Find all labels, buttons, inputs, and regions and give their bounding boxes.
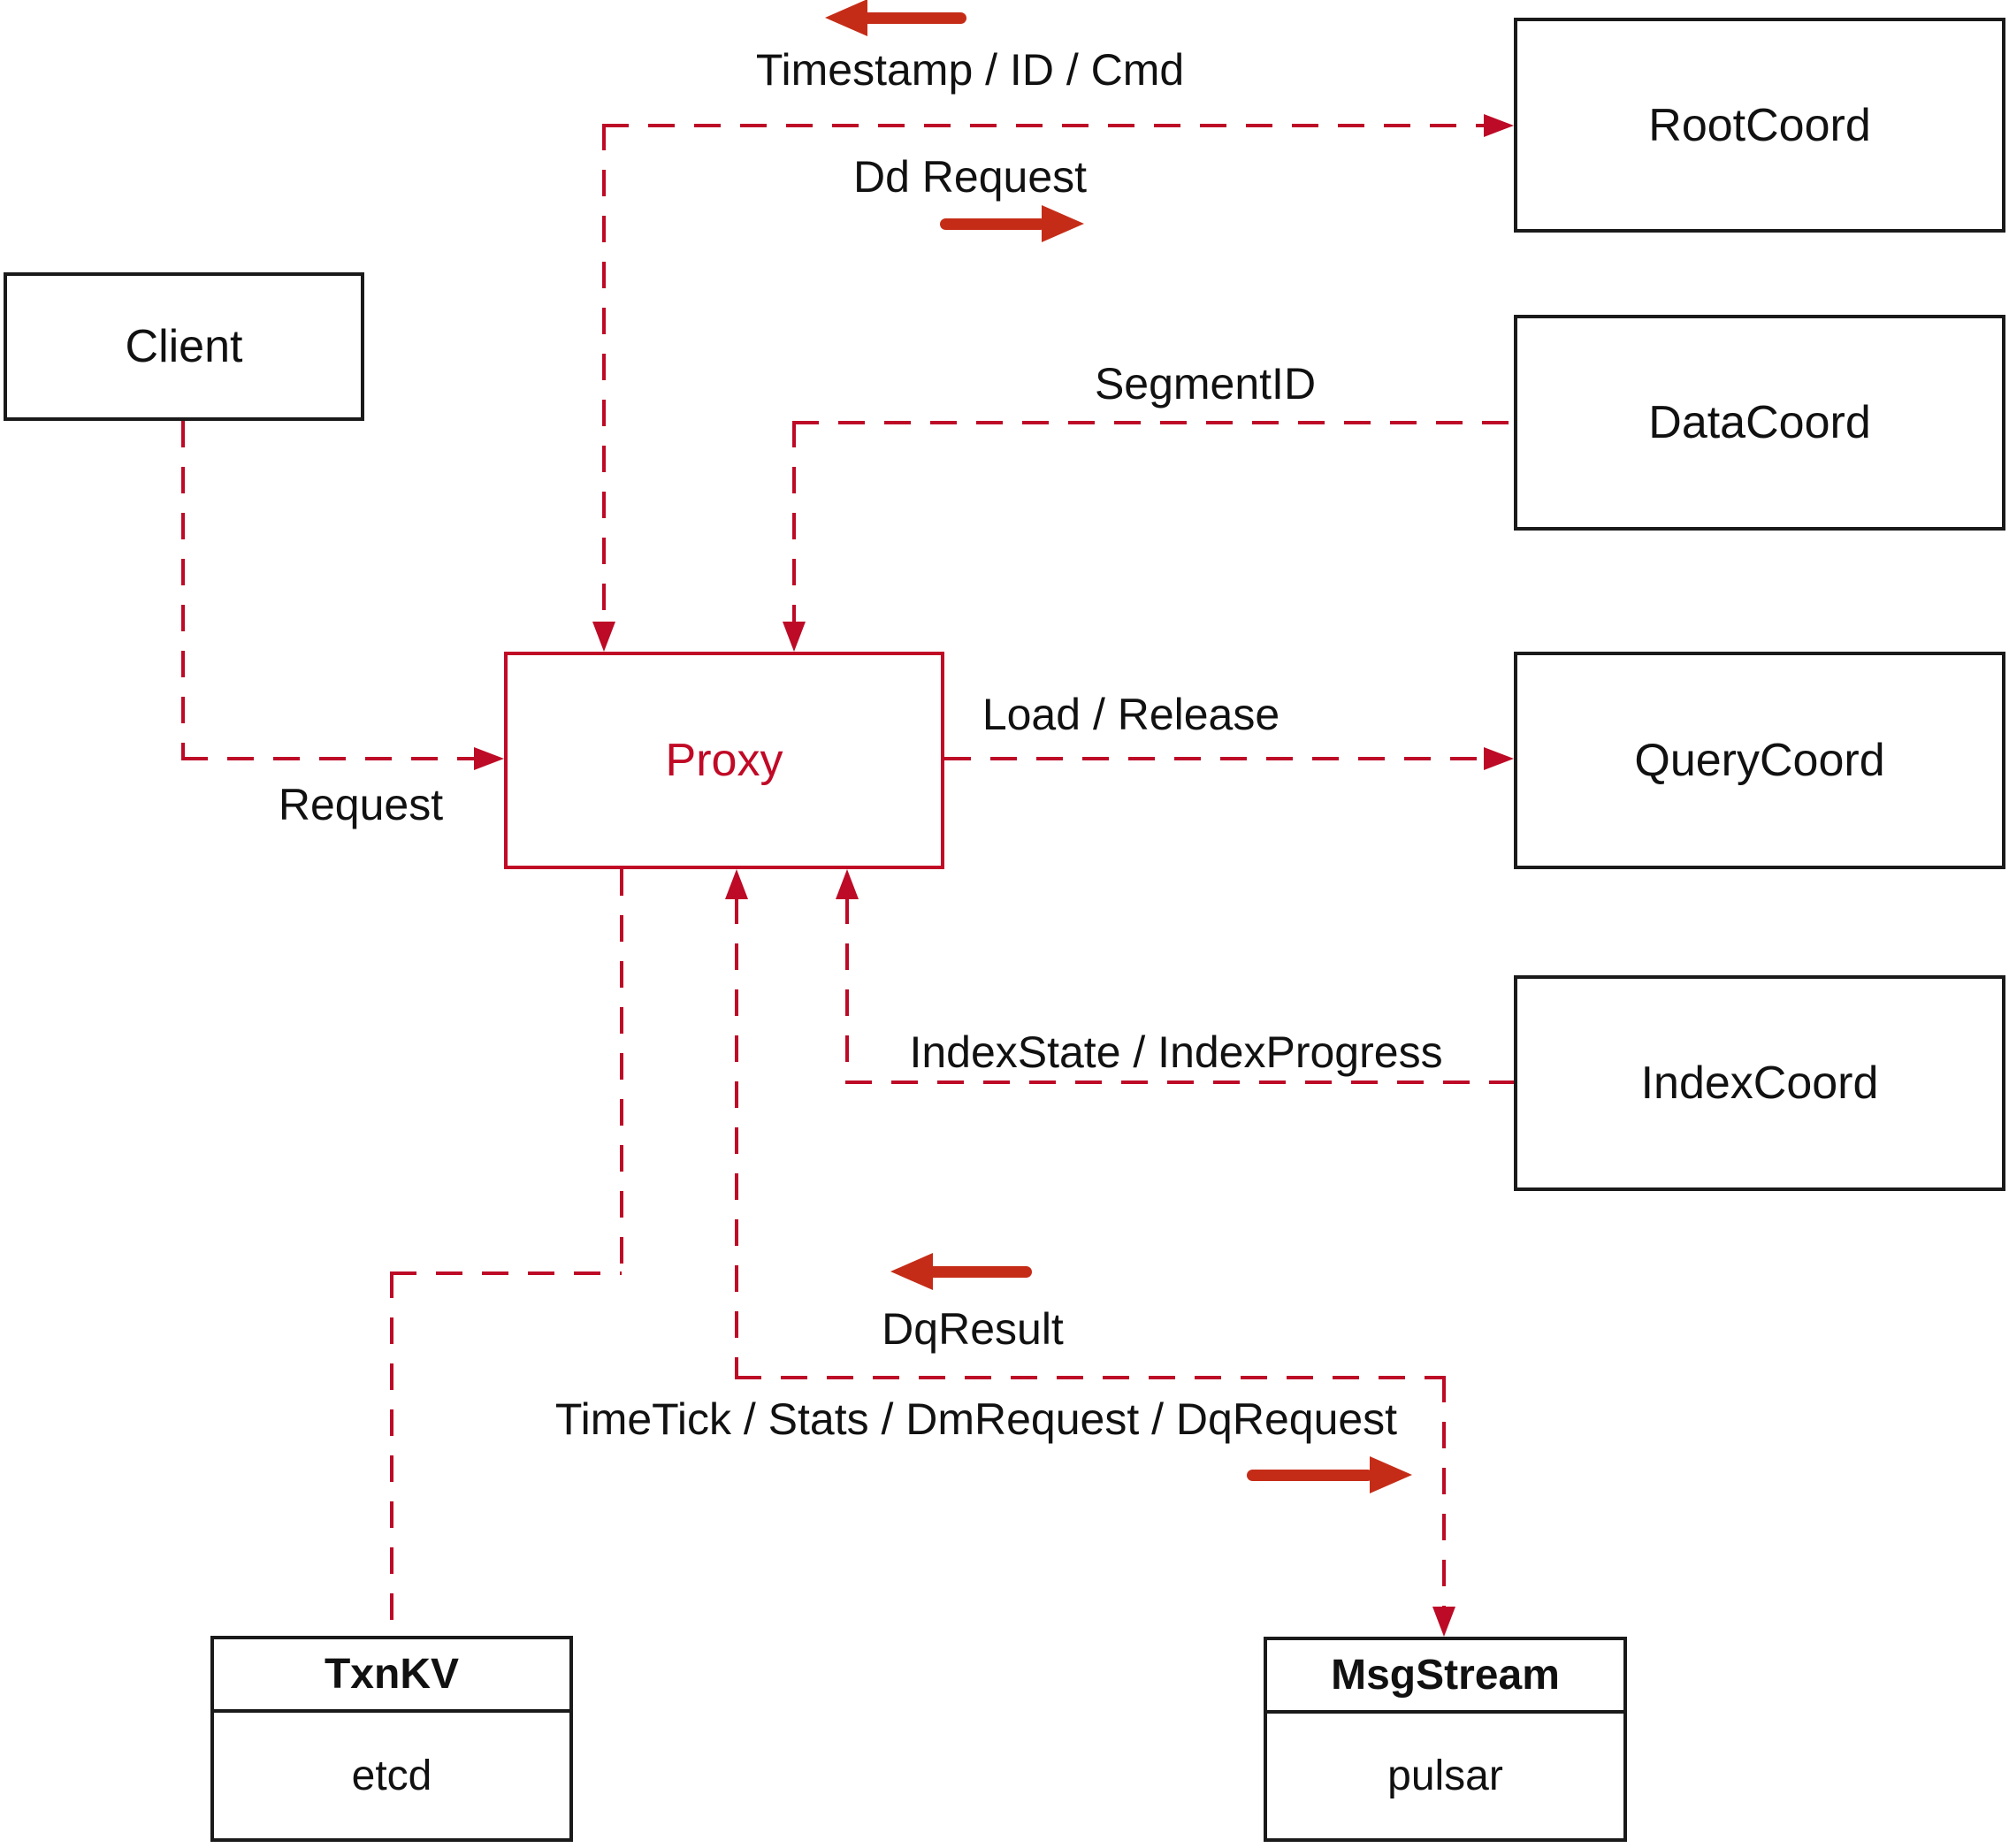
arrowhead-into-msgstream	[1432, 1607, 1455, 1637]
node-msgstream-label: MsgStream	[1267, 1640, 1623, 1714]
node-msgstream: MsgStream pulsar	[1264, 1637, 1627, 1842]
node-txnkv-sublabel: etcd	[351, 1752, 432, 1799]
edge-client-proxy-vline	[181, 421, 185, 759]
edge-proxy-txnkv-vline-upper	[620, 869, 623, 1273]
arrowhead-into-proxy-top-left	[592, 622, 615, 652]
edge-label-dd-request: Dd Request	[852, 152, 1088, 202]
direction-arrow-dd-request-line	[940, 218, 1046, 230]
node-client: Client	[4, 272, 364, 421]
edge-label-segment-id: SegmentID	[1094, 359, 1317, 409]
edge-proxy-txnkv-vline-lower	[390, 1271, 393, 1636]
node-datacoord-label: DataCoord	[1648, 397, 1871, 448]
edge-label-dq-result: DqResult	[882, 1304, 1064, 1354]
edge-proxy-msgstream-vline-upper	[735, 897, 738, 1378]
node-rootcoord-label: RootCoord	[1648, 99, 1871, 151]
edge-label-request: Request	[278, 780, 444, 829]
edge-label-timestamp-id-cmd: Timestamp / ID / Cmd	[755, 45, 1185, 95]
node-querycoord: QueryCoord	[1514, 652, 2005, 869]
node-txnkv: TxnKV etcd	[210, 1636, 573, 1842]
edge-proxy-msgstream-hline	[735, 1376, 1444, 1379]
edge-indexcoord-proxy-vline	[845, 897, 849, 1082]
edge-client-proxy-hline	[181, 757, 476, 760]
arrowhead-into-proxy-bottom-left	[725, 869, 748, 899]
arrowhead-into-proxy-bottom-right	[836, 869, 859, 899]
direction-arrow-dd-request-head	[1042, 205, 1084, 242]
edge-label-index-state-progress: IndexState / IndexProgress	[909, 1027, 1443, 1077]
edge-datacoord-proxy-hline	[792, 421, 1514, 424]
node-datacoord: DataCoord	[1514, 315, 2005, 531]
edge-proxy-rootcoord-vline	[602, 124, 606, 623]
arrowhead-into-rootcoord	[1484, 114, 1514, 137]
direction-arrow-dq-result-line	[927, 1266, 1032, 1278]
node-txnkv-label: TxnKV	[214, 1639, 569, 1713]
edge-label-load-release: Load / Release	[982, 690, 1280, 739]
edge-label-timetick-stats: TimeTick / Stats / DmRequest / DqRequest	[554, 1394, 1398, 1444]
node-indexcoord: IndexCoord	[1514, 975, 2005, 1191]
edge-proxy-txnkv-hline	[390, 1271, 622, 1275]
arrowhead-into-querycoord	[1484, 747, 1514, 770]
edge-datacoord-proxy-vline	[792, 421, 796, 623]
node-proxy-label: Proxy	[665, 735, 783, 786]
direction-arrow-timestamp-line	[859, 12, 966, 24]
node-indexcoord-label: IndexCoord	[1640, 1058, 1879, 1109]
edge-indexcoord-proxy-hline	[845, 1081, 1516, 1084]
direction-arrow-timestamp-head	[825, 0, 867, 36]
direction-arrow-dq-result-head	[890, 1253, 933, 1290]
edge-proxy-msgstream-vline-lower	[1442, 1376, 1446, 1607]
arrowhead-into-proxy-left	[474, 747, 504, 770]
edge-proxy-rootcoord-hline	[602, 124, 1484, 127]
edge-proxy-querycoord-hline	[944, 757, 1486, 760]
node-rootcoord: RootCoord	[1514, 18, 2005, 233]
direction-arrow-timetick-line	[1247, 1470, 1373, 1481]
node-client-label: Client	[125, 321, 243, 372]
direction-arrow-timetick-head	[1370, 1456, 1412, 1493]
node-querycoord-label: QueryCoord	[1634, 735, 1885, 786]
node-msgstream-sublabel: pulsar	[1387, 1753, 1503, 1799]
node-proxy: Proxy	[504, 652, 944, 869]
arrowhead-into-proxy-top-right	[783, 622, 806, 652]
